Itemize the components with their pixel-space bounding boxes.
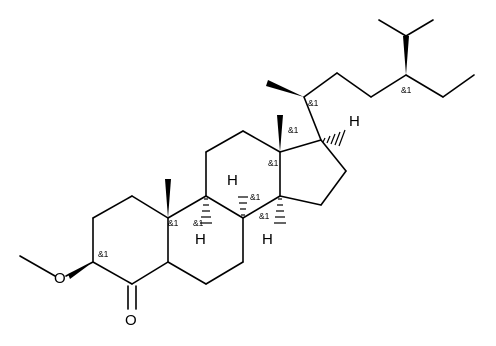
stereo-label-c14: &1 — [259, 211, 270, 221]
stereo-label-c20: &1 — [308, 98, 319, 108]
stereo-label-c10: &1 — [168, 218, 179, 228]
stereo-label-c9: &1 — [193, 218, 204, 228]
stereo-labels: &1 &1 &1 &1 &1 &1 &1 &1 &1 — [98, 85, 412, 259]
stereo-bonds — [68, 36, 409, 279]
atom-h-c8: H — [227, 172, 238, 189]
hashed-bond-c9-h — [200, 198, 212, 224]
atom-h-c17: H — [349, 113, 360, 130]
atom-h-c9: H — [195, 231, 206, 248]
stereo-label-c8: &1 — [250, 192, 261, 202]
atom-labels: H H H H O O — [54, 113, 360, 329]
stereo-label-c13: &1 — [268, 158, 279, 168]
stereo-label-c17: &1 — [288, 125, 299, 135]
atom-h-c14: H — [262, 231, 273, 248]
hashed-bond-c8-h — [238, 196, 248, 216]
skeleton-bonds — [19, 19, 475, 310]
atom-o-methoxy: O — [54, 270, 66, 287]
stereo-label-c3: &1 — [98, 249, 109, 259]
hashed-bond-c17-h — [322, 129, 346, 147]
hashed-bond-c14-h — [274, 198, 286, 224]
stereo-label-c24: &1 — [401, 85, 412, 95]
atom-o-carbonyl: O — [125, 312, 137, 329]
